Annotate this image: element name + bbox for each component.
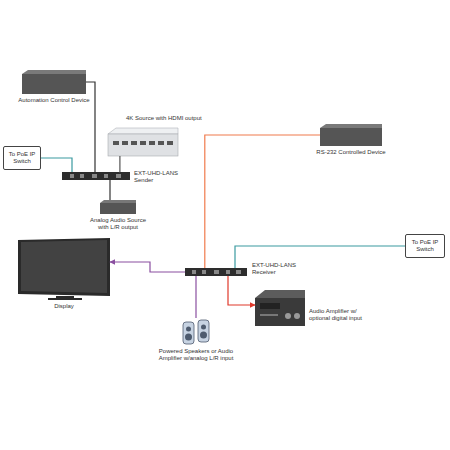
signal-connector: [109, 180, 110, 200]
display: Display: [18, 238, 110, 300]
device-label: Powered Speakers or Audio Amplifier w/an…: [158, 348, 234, 362]
signal-connector: [119, 156, 120, 172]
device-label: 4K Source with HDMI output: [126, 115, 216, 122]
signal-connector: [110, 262, 185, 272]
signal-connector: [228, 276, 255, 305]
poe-switch-box: To PoE IP Switch: [3, 146, 41, 170]
speakers: Powered Speakers or Audio Amplifier w/an…: [182, 318, 210, 344]
display-icon: [18, 238, 110, 300]
device-label: RS-232 Controlled Device: [314, 149, 388, 156]
device-label: EXT-UHD-LANS Receiver: [252, 262, 308, 276]
device-label: Automation Control Device: [18, 97, 90, 104]
device-label: To PoE IP Switch: [4, 151, 40, 165]
amplifier-icon: [255, 290, 305, 326]
device-label: Display: [34, 303, 94, 310]
video-source: 4K Source with HDMI output: [108, 128, 178, 156]
sender-unit-icon: [62, 172, 130, 180]
automation-device-icon: [22, 70, 86, 94]
device-label: Audio Amplifier w/ optional digital inpu…: [309, 308, 375, 322]
signal-connector: [205, 135, 320, 268]
signal-connector: [41, 158, 72, 172]
sender-unit: EXT-UHD-LANS Sender: [62, 172, 130, 180]
analog-source-icon: [100, 200, 136, 214]
poe-switch-box: To PoE IP Switch: [405, 234, 445, 258]
signal-connector: [195, 276, 196, 318]
audio-amplifier: Audio Amplifier w/ optional digital inpu…: [255, 290, 305, 326]
receiver-unit-icon: [185, 268, 247, 276]
source-device-icon: [108, 128, 178, 156]
analog-source: Analog Audio Source with L/R output: [100, 200, 136, 214]
device-label: To PoE IP Switch: [406, 239, 444, 253]
speakers-icon: [183, 320, 209, 344]
rs232-device-icon: [320, 124, 382, 146]
device-label: Analog Audio Source with L/R output: [88, 217, 148, 231]
device-label: EXT-UHD-LANS Sender: [134, 170, 184, 184]
signal-connector: [86, 82, 95, 172]
rs232-device: RS-232 Controlled Device: [320, 124, 382, 146]
receiver-unit: EXT-UHD-LANS Receiver: [185, 268, 247, 276]
automation-device: Automation Control Device: [22, 70, 86, 94]
